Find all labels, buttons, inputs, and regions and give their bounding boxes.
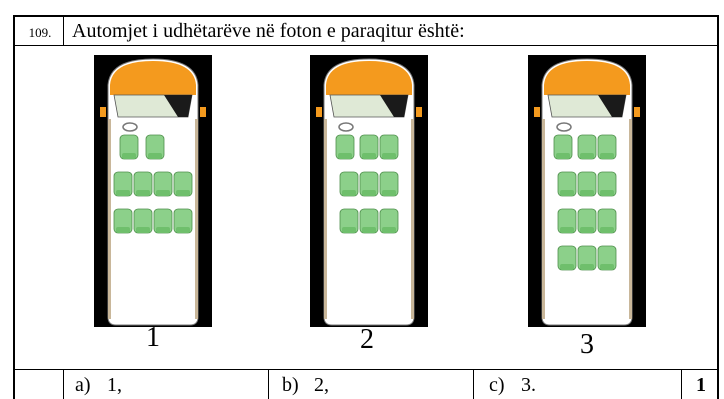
seat bbox=[359, 208, 379, 234]
seat bbox=[339, 208, 359, 234]
option-b-letter: b) bbox=[282, 374, 299, 396]
mirror-right bbox=[634, 107, 640, 117]
van-figure-1 bbox=[94, 55, 212, 327]
steering-wheel bbox=[556, 122, 572, 132]
seat bbox=[173, 208, 193, 234]
answer-col-3 bbox=[473, 369, 474, 399]
seat bbox=[597, 245, 617, 271]
seat bbox=[577, 245, 597, 271]
seat bbox=[153, 208, 173, 234]
seat bbox=[379, 134, 399, 160]
answer-col-2 bbox=[268, 369, 269, 399]
seat bbox=[557, 171, 577, 197]
question-table bbox=[13, 15, 719, 399]
question-text: Automjet i udhëtarëve në foton e paraqit… bbox=[72, 20, 465, 42]
seat bbox=[577, 134, 597, 160]
mirror-left bbox=[100, 107, 106, 117]
side-rail-left bbox=[542, 119, 545, 319]
seat bbox=[173, 171, 193, 197]
side-rail-right bbox=[629, 119, 632, 319]
steering-wheel bbox=[338, 122, 354, 132]
seat bbox=[597, 208, 617, 234]
seat bbox=[113, 171, 133, 197]
seat bbox=[379, 171, 399, 197]
seat bbox=[119, 134, 139, 160]
van-figure-2 bbox=[310, 55, 428, 327]
option-a-letter: a) bbox=[75, 374, 91, 396]
seat bbox=[113, 208, 133, 234]
seat bbox=[359, 134, 379, 160]
answers-divider bbox=[13, 369, 719, 370]
side-rail-left bbox=[324, 119, 327, 319]
number-divider bbox=[63, 15, 64, 46]
side-rail-right bbox=[411, 119, 414, 319]
mirror-right bbox=[416, 107, 422, 117]
side-rail-right bbox=[195, 119, 198, 319]
option-b-text: 2, bbox=[314, 374, 329, 396]
seat bbox=[557, 208, 577, 234]
figure-caption-2: 2 bbox=[360, 324, 374, 355]
seat bbox=[339, 171, 359, 197]
seat bbox=[597, 171, 617, 197]
option-c[interactable]: c) 3. bbox=[489, 371, 536, 399]
windshield-shade bbox=[164, 95, 192, 117]
option-b[interactable]: b) 2, bbox=[282, 371, 329, 399]
seat bbox=[577, 171, 597, 197]
question-number: 109. bbox=[28, 25, 52, 40]
header-divider bbox=[13, 45, 719, 46]
figure-caption-3: 3 bbox=[580, 329, 594, 360]
windshield-shade bbox=[380, 95, 408, 117]
seat bbox=[133, 171, 153, 197]
seat bbox=[577, 208, 597, 234]
mirror-left bbox=[534, 107, 540, 117]
seat bbox=[153, 171, 173, 197]
mirror-left bbox=[316, 107, 322, 117]
option-a-text: 1, bbox=[107, 374, 122, 396]
seat bbox=[597, 134, 617, 160]
van-hood bbox=[326, 61, 412, 95]
seat bbox=[379, 208, 399, 234]
seat bbox=[557, 245, 577, 271]
van-hood bbox=[110, 61, 196, 95]
answer-col-4 bbox=[681, 369, 682, 399]
seat bbox=[553, 134, 573, 160]
seat bbox=[359, 171, 379, 197]
option-c-text: 3. bbox=[521, 374, 536, 396]
windshield-shade bbox=[598, 95, 626, 117]
figure-caption-1: 1 bbox=[146, 322, 160, 353]
steering-wheel bbox=[122, 122, 138, 132]
seat bbox=[133, 208, 153, 234]
seat bbox=[145, 134, 165, 160]
seat bbox=[335, 134, 355, 160]
option-a[interactable]: a) 1, bbox=[75, 371, 122, 399]
option-c-letter: c) bbox=[489, 374, 505, 396]
points-value: 1 bbox=[696, 374, 706, 396]
side-rail-left bbox=[108, 119, 111, 319]
van-hood bbox=[544, 61, 630, 95]
mirror-right bbox=[200, 107, 206, 117]
answer-col-1 bbox=[63, 369, 64, 399]
van-figure-3 bbox=[528, 55, 646, 327]
